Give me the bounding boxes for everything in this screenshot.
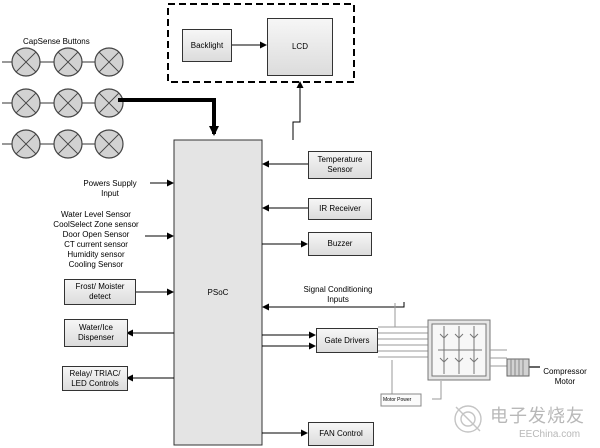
signal-conditioning-arrow: [262, 302, 405, 311]
capsense-button-grid: [2, 47, 124, 159]
relay-triac-led-block: Relay/ TRIAC/ LED Controls: [62, 366, 128, 391]
compressor-motor-label: Compressor Motor: [543, 367, 587, 386]
buzzer-block: Buzzer: [308, 232, 372, 256]
button-cross: [15, 133, 37, 155]
sensor-list-label: Water Level Sensor CoolSelect Zone senso…: [53, 210, 139, 269]
inverter-bridge-icon: [427, 319, 491, 381]
button-cross: [57, 92, 79, 114]
lcd-block: LCD: [267, 18, 333, 76]
watermark-chinese-text: 电子发烧友: [490, 406, 585, 427]
watermark-url-text: EEChina.com: [519, 429, 581, 440]
inverter-to-motor-lines: [490, 349, 507, 367]
button-cross: [98, 133, 120, 155]
frost-moister-detect-block: Frost/ Moister detect: [64, 279, 136, 305]
button-cross: [57, 51, 79, 73]
watermark-logo: [454, 405, 482, 433]
motor-power-block: [380, 393, 422, 407]
display-group-frame: [167, 3, 355, 83]
temperature-sensor-block: Temperature Sensor: [308, 151, 372, 179]
button-cross: [15, 51, 37, 73]
signal-conditioning-label: Signal Conditioning Inputs: [303, 285, 373, 304]
button-cross: [98, 92, 120, 114]
psoc-block: [173, 139, 263, 446]
psoc-label: PSoC: [207, 288, 229, 297]
motor-power-label: Motor Power: [383, 397, 412, 403]
psoc-to-lcd-arrow: [292, 81, 304, 140]
ir-receiver-block: IR Receiver: [308, 198, 372, 220]
power-supply-input-label: Powers Supply Input: [83, 179, 137, 198]
compressor-motor-icon: [506, 358, 540, 377]
capsense-to-psoc-arrow: [118, 98, 219, 136]
gate-drivers-block: Gate Drivers: [316, 328, 378, 353]
button-cross: [57, 133, 79, 155]
button-cross: [15, 92, 37, 114]
capsense-title: CapSense Buttons: [23, 37, 90, 46]
button-cross: [98, 51, 120, 73]
backlight-block: Backlight: [182, 29, 232, 62]
water-ice-dispenser-block: Water/Ice Dispenser: [64, 319, 128, 347]
fan-control-block: FAN Control: [308, 422, 374, 446]
